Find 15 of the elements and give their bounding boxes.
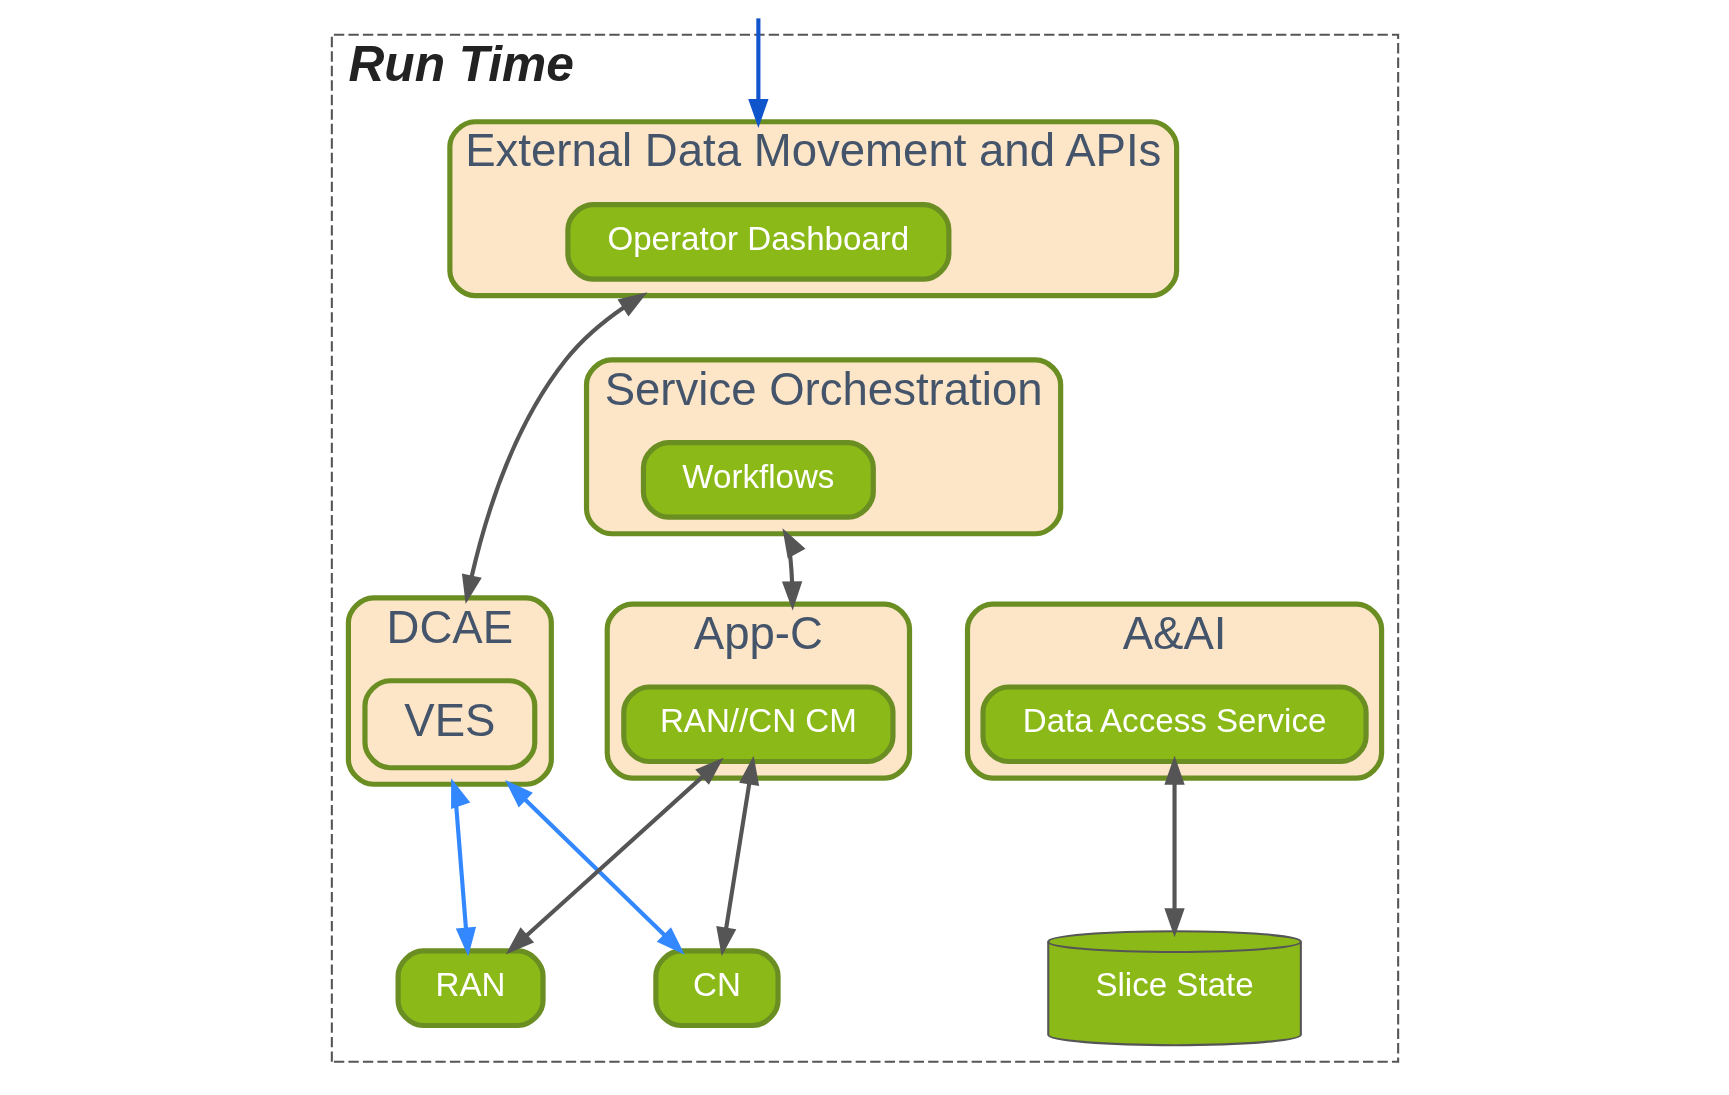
node-box: Data Access Service [979,684,1369,765]
node-box: RAN [395,948,546,1029]
node-box: Operator Dashboard [564,201,951,282]
arrow [450,778,476,957]
node-box: RAN//CN CM [620,684,896,765]
arrow [461,292,647,605]
arrow [747,18,769,128]
node-box: Workflows [640,440,876,520]
arrow [505,757,724,955]
arrow [781,528,805,611]
node-box: CN [652,948,781,1029]
arrow [715,755,759,957]
arrow [504,779,685,955]
node-box: VES [361,678,537,771]
arrow [1163,755,1185,938]
